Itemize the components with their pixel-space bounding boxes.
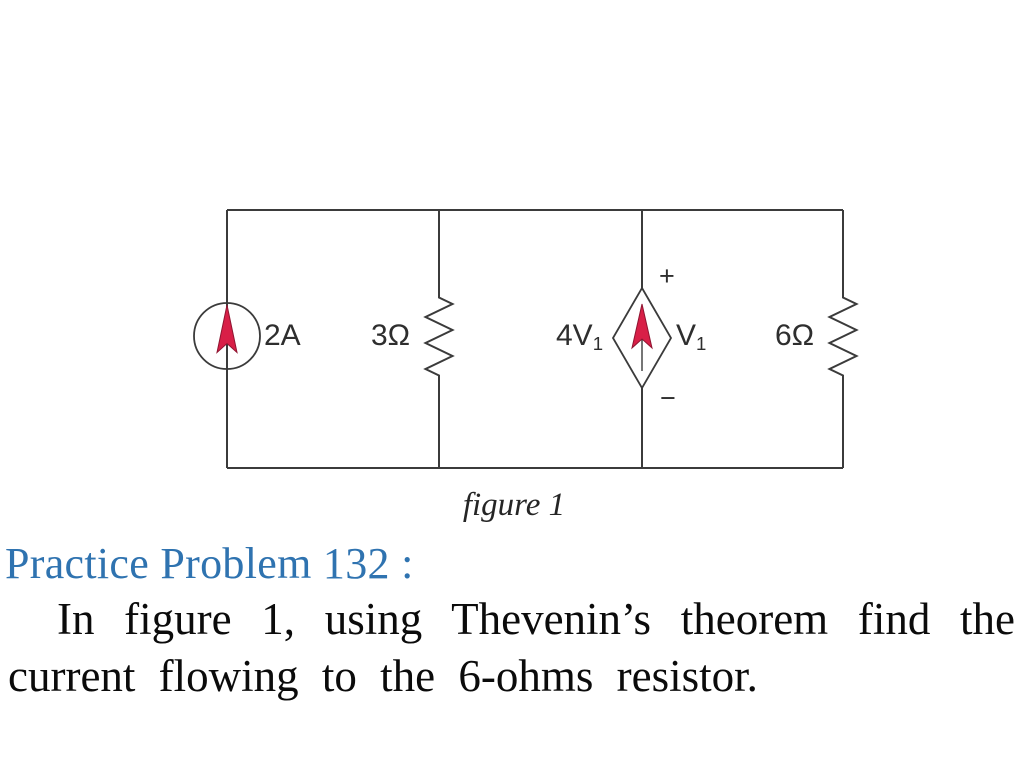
problem-text-line2: current flowing to the 6-ohms resistor. [8, 651, 758, 701]
gain-subscript: 1 [592, 333, 604, 355]
current-source-circle [193, 302, 261, 370]
current-source-value-label: 2A [264, 319, 301, 352]
dependent-source-diamond [611, 286, 673, 390]
outer-loop-wires [226, 209, 843, 469]
resistor-3ohm-zigzag [423, 210, 455, 468]
current-source-symbol [193, 302, 261, 370]
figure-caption: figure 1 [462, 487, 566, 523]
dependent-source-symbol [611, 210, 673, 468]
dependent-source-voltage-label: V1 [676, 319, 707, 355]
dependent-source-arrow-icon [631, 303, 653, 350]
voltage-main: V [676, 319, 697, 352]
plus-sign: + [659, 261, 675, 291]
problem-heading: Practice Problem 132 : [5, 539, 414, 588]
resistor-6ohm-zigzag [827, 210, 859, 468]
problem-text-line1: In figure 1, using Thevenin’s theorem fi… [57, 594, 1015, 644]
voltage-subscript: 1 [696, 333, 707, 355]
minus-sign: − [660, 383, 676, 413]
current-source-arrow-icon [216, 304, 238, 354]
resistor-6ohm-label: 6Ω [775, 319, 815, 352]
dependent-source-gain-label: 4V1 [556, 319, 604, 355]
gain-main: 4V [556, 319, 593, 352]
resistor-3ohm-label: 3Ω [371, 319, 411, 352]
